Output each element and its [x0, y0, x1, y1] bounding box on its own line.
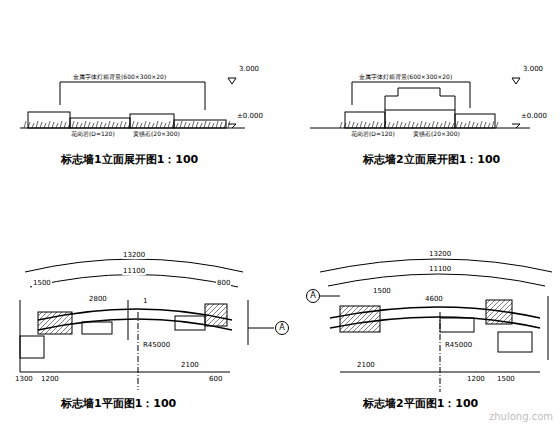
dimension: 2100: [356, 362, 376, 369]
elevation-mark: ±0.000: [236, 113, 264, 120]
material-note: 黄锈石(20×300): [132, 131, 181, 137]
material-note: 花岗岩(D=120): [70, 131, 116, 137]
view-title: 标志墙2平面图1：100: [362, 398, 479, 409]
radius-dimension: R45000: [142, 342, 171, 349]
axis-marker: A: [275, 321, 289, 335]
dimension: 800: [216, 280, 231, 287]
elevation-mark: 3.000: [522, 66, 544, 73]
dimension: 1300: [14, 376, 34, 383]
material-note: 黄锈石(20×300): [412, 131, 461, 137]
dimension: 600: [208, 376, 223, 383]
dimension: 11100: [428, 266, 452, 273]
dimension: 13200: [428, 251, 452, 258]
view-title: 标志墙2立面展开图1：100: [362, 154, 501, 165]
material-note: 花岗岩(D=120): [350, 131, 396, 137]
dimension: 1200: [466, 376, 486, 383]
dimension: 1500: [372, 288, 392, 295]
material-note: 金属字体灯箱背景(600×300×20): [72, 74, 167, 80]
view-title: 标志墙1立面展开图1：100: [60, 154, 199, 165]
dimension: 2100: [180, 362, 200, 369]
dimension: 1500: [32, 280, 52, 287]
radius-dimension: R45000: [444, 342, 473, 349]
dimension: 2800: [88, 296, 108, 303]
dimension: 1200: [40, 376, 60, 383]
section-mark: 1: [142, 298, 148, 305]
axis-marker: A: [306, 289, 320, 303]
dimension: 1500: [496, 376, 516, 383]
axis-letter: A: [279, 324, 284, 332]
axis-letter: A: [310, 292, 315, 300]
dimension: 13200: [122, 252, 146, 259]
elevation-mark: 3.000: [238, 66, 260, 73]
elevation-mark: ±0.000: [520, 113, 548, 120]
watermark: zhulong.com: [488, 412, 554, 422]
material-note: 金属字体灯箱背景(600×300×20): [358, 74, 453, 80]
dimension: 4600: [424, 296, 444, 303]
dimension: 11100: [122, 268, 146, 275]
view-title: 标志墙1平面图1：100: [60, 398, 177, 409]
